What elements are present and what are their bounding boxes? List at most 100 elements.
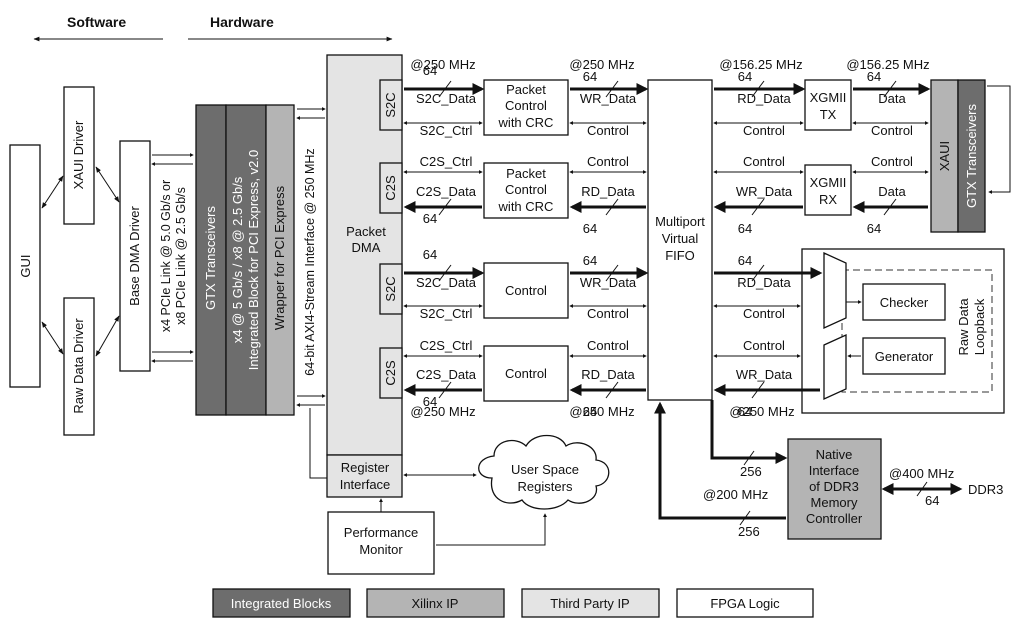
gtx-transceivers-left-label: GTX Transceivers (203, 205, 218, 310)
row2-b-signal: WR_Data (580, 275, 637, 290)
packet-control-crc-top[interactable] (483, 79, 569, 136)
row1-c-signal: WR_Data (736, 184, 793, 199)
row0-d-ctrl-label: Control (871, 123, 913, 138)
row1-a-slash (438, 198, 452, 216)
gui-block[interactable] (9, 144, 41, 388)
xaui-driver-block[interactable] (63, 86, 95, 225)
row1-b-signal: RD_Data (581, 184, 635, 199)
legend-label-integrated: Integrated Blocks (231, 596, 332, 611)
ddr3-external-label: DDR3 (968, 482, 1003, 497)
generator-block[interactable] (862, 337, 946, 375)
row3-a-ctrl-label: C2S_Ctrl (420, 338, 473, 353)
legend-swatch-integrated (212, 588, 351, 618)
gtx-loopback-wire (987, 85, 1011, 194)
row2-c-ctrl-label: Control (743, 306, 785, 321)
legend-swatch-fpga-logic (676, 588, 814, 618)
packet-control-crc-bottom-l2: Control (505, 182, 547, 197)
row0-c-width: 64 (738, 69, 752, 84)
gui-label: GUI (18, 254, 33, 277)
row0-b-signal: WR_Data (580, 91, 637, 106)
c2s-channel-0[interactable] (379, 162, 403, 214)
row3-a-signal: C2S_Data (416, 367, 477, 382)
fifo-ddr3-width: 256 (740, 464, 762, 479)
integrated-block-label-1: x4 @ 5 Gb/s / x8 @ 2.5 Gb/s (230, 176, 245, 343)
user-space-label-1: User Space (511, 462, 579, 477)
c2s-channel-0-label: C2S (383, 175, 398, 201)
control-block-s2c[interactable] (483, 262, 569, 319)
packet-control-crc-bottom[interactable] (483, 162, 569, 219)
register-interface-block[interactable] (326, 454, 403, 498)
row1-c-width: 64 (738, 221, 752, 236)
freq-fifo-top: @250 MHz (569, 57, 634, 72)
xgmii-tx-label-2: TX (820, 107, 837, 122)
ddr3-controller-block[interactable] (787, 438, 882, 540)
row1-d-slash (883, 198, 897, 216)
xgmii-rx-block[interactable] (804, 164, 852, 216)
row2-b-ctrl-label: Control (587, 306, 629, 321)
gtx-transceivers-left-block[interactable] (195, 104, 227, 416)
register-interface-label-2: Interface (340, 477, 391, 492)
row0-d-width: 64 (867, 69, 881, 84)
row0-a-ctrl-label: S2C_Ctrl (420, 123, 473, 138)
integrated-block-pcie[interactable] (225, 104, 267, 416)
row2-a-slash (438, 264, 452, 282)
legend-label-fpga-logic: FPGA Logic (710, 596, 780, 611)
row1-b-slash (605, 198, 619, 216)
s2c-channel-1[interactable] (379, 263, 403, 315)
gui-raw-arrow (41, 321, 64, 355)
row3-a-width: 64 (423, 394, 437, 409)
row0-b-width: 64 (583, 69, 597, 84)
legend-label-third-party: Third Party IP (550, 596, 629, 611)
row3-c-width: 64 (738, 404, 752, 419)
row2-a-width: 64 (423, 247, 437, 262)
row1-b-ctrl-label: Control (587, 154, 629, 169)
performance-monitor-block[interactable] (327, 511, 435, 575)
s2c-channel-1-label: S2C (383, 276, 398, 301)
c2s-channel-1[interactable] (379, 347, 403, 399)
performance-monitor-label-1: Performance (344, 525, 418, 540)
xaui-block[interactable] (930, 79, 959, 233)
row1-b-width: 64 (583, 221, 597, 236)
row3-b-width: 64 (583, 404, 597, 419)
gtx-transceivers-right-block[interactable] (957, 79, 986, 233)
row0-a-width: 64 (423, 63, 437, 78)
row3-a-slash (438, 381, 452, 399)
pcie-wrapper-block[interactable] (265, 104, 295, 416)
ddr3-bus-slash (916, 481, 928, 497)
row3-b-ctrl-label: Control (587, 338, 629, 353)
freq-xgmii-left: @156.25 MHz (719, 57, 802, 72)
raw-data-driver-block[interactable] (63, 297, 95, 436)
row1-c-ctrl-label: Control (743, 154, 785, 169)
ddr3-label-3: of DDR3 (809, 479, 859, 494)
mvf-label-3: FIFO (665, 248, 695, 263)
row1-a-ctrl-label: C2S_Ctrl (420, 154, 473, 169)
s2c-channel-0[interactable] (379, 79, 403, 131)
row3-c-ctrl-label: Control (743, 338, 785, 353)
ddr3-fifo-width: 256 (738, 524, 760, 539)
ddr3-label-5: Controller (806, 511, 863, 526)
signal-wires: 64S2C_DataS2C_Ctrl64WR_DataControl64RD_D… (403, 57, 931, 419)
register-interface-label-1: Register (341, 460, 390, 475)
ddr3-label-1: Native (816, 447, 853, 462)
checker-block[interactable] (862, 283, 946, 321)
row2-c-slash (751, 264, 765, 282)
demux-shape (823, 251, 847, 330)
packet-dma-label-2: DMA (352, 240, 381, 255)
xgmii-tx-label-1: XGMII (810, 90, 847, 105)
control-block-c2s[interactable] (483, 345, 569, 402)
s2c-channel-0-label: S2C (383, 92, 398, 117)
packet-control-crc-top-l1: Packet (506, 82, 546, 97)
user-space-registers-cloud[interactable] (478, 434, 610, 510)
raw-data-driver-label: Raw Data Driver (71, 318, 86, 414)
multiport-virtual-fifo-block[interactable] (647, 79, 713, 401)
axi-register-link (309, 408, 327, 479)
gui-xaui-arrow (41, 175, 64, 209)
xgmii-tx-block[interactable] (804, 79, 852, 131)
legend-label-xilinx: Xilinx IP (412, 596, 459, 611)
raw-dma-arrow (95, 315, 120, 357)
freq-xgmii-right: @156.25 MHz (846, 57, 929, 72)
legend: Integrated Blocks Xilinx IP Third Party … (212, 588, 814, 618)
row1-a-signal: C2S_Data (416, 184, 477, 199)
base-dma-driver-block[interactable] (119, 140, 151, 372)
